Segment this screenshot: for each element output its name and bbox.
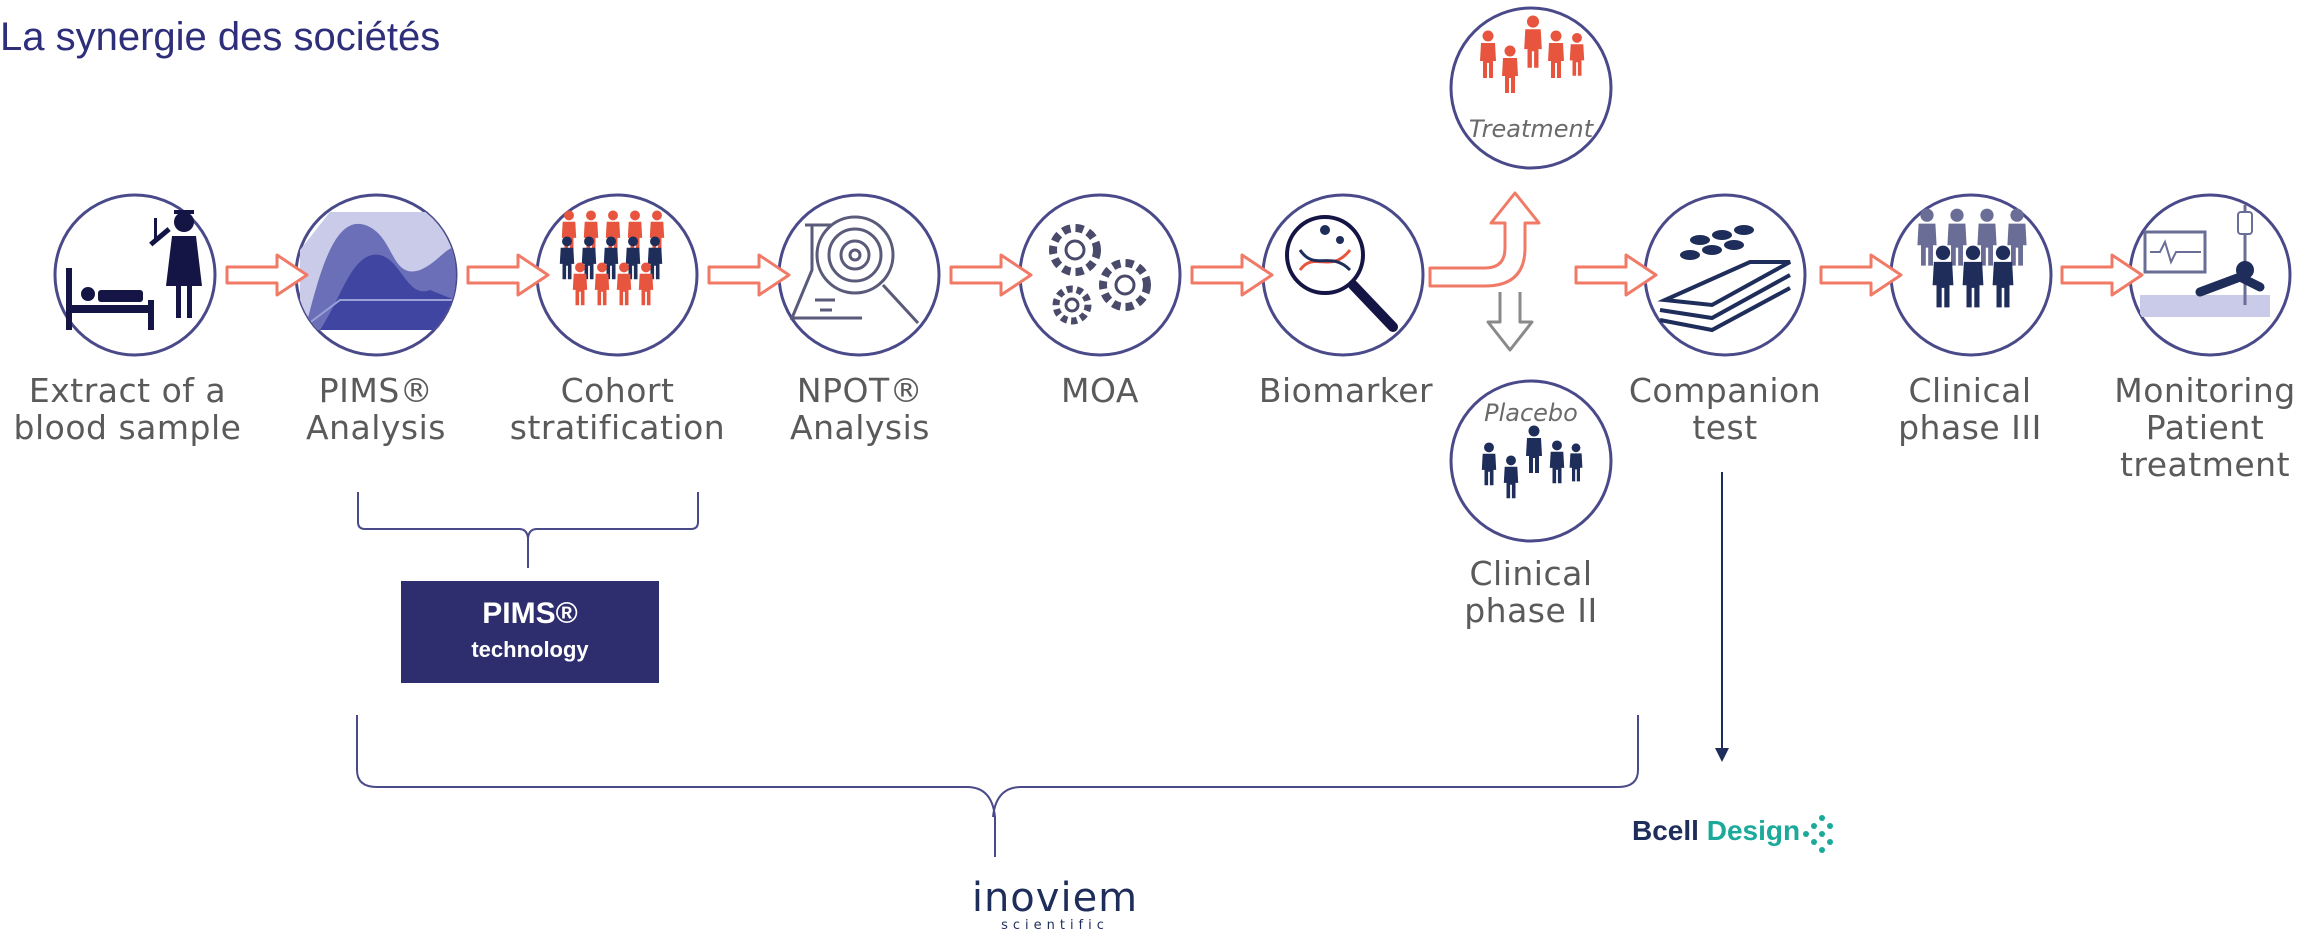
bcell-logo-part2: Design — [1706, 815, 1801, 846]
flask-magnifier-icon — [777, 193, 941, 357]
arrow-2-3 — [466, 253, 550, 297]
page-title: La synergie des sociétés — [0, 15, 441, 59]
step-label-extract: Extract of a blood sample — [13, 371, 242, 447]
magnifier-dna-icon — [1261, 193, 1425, 357]
bcell-logo-part1: Bcell — [1632, 815, 1699, 846]
inoviem-logo: inoviem scientific — [950, 878, 1160, 933]
nurse-patient-bed-icon — [53, 193, 217, 357]
step-label-npot: NPOT® Analysis — [790, 371, 930, 447]
step-label-phase3: Clinical phase III — [1898, 371, 2042, 447]
inoviem-logo-sub: scientific — [1001, 918, 1109, 933]
gears-icon — [1018, 193, 1182, 357]
step-label-moa: MOA — [1061, 371, 1139, 410]
flow-arrows — [225, 191, 2144, 297]
bcell-chevron-icon — [1803, 815, 1833, 853]
pims-box-title: PIMS® — [482, 597, 578, 630]
treatment-group-icon — [1449, 6, 1613, 170]
test-plate-icon — [1643, 193, 1807, 357]
step-label-pims: PIMS® Analysis — [306, 371, 446, 447]
people-crowd-icon — [1889, 193, 2053, 357]
arrow-branch-down — [1486, 292, 1534, 352]
arrow-7-8 — [1819, 253, 1903, 297]
arrow-6-7 — [1574, 253, 1658, 297]
step-label-biomarker: Biomarker — [1258, 371, 1434, 410]
treatment-label: Treatment — [1468, 115, 1594, 143]
3d-surface-plot-icon — [294, 193, 458, 357]
pims-technology-box: PIMS® technology — [401, 581, 659, 683]
placebo-group-icon — [1449, 379, 1613, 543]
bcell-arrow — [1715, 472, 1729, 762]
placebo-label: Placebo — [1484, 399, 1578, 427]
step-label-companion: Companion test — [1628, 371, 1822, 447]
arrow-8-9 — [2060, 253, 2144, 297]
pims-box-subtitle: technology — [471, 637, 589, 662]
arrow-1-2 — [225, 253, 309, 297]
inoviem-brace — [356, 715, 1639, 857]
step-label-monitoring: Monitoring Patient treatment — [2114, 371, 2296, 484]
arrow-branch-up — [1428, 191, 1541, 288]
arrow-4-5 — [949, 253, 1033, 297]
pims-brace — [357, 492, 699, 568]
bcell-design-logo: Bcell Design — [1632, 815, 1800, 847]
people-group-icon — [535, 193, 699, 357]
step-label-phase2: Clinical phase II — [1464, 554, 1598, 630]
inoviem-logo-name: inoviem — [971, 875, 1139, 921]
arrow-5-6 — [1190, 253, 1274, 297]
step-label-cohort: Cohort stratification — [509, 371, 726, 447]
hospital-bed-drip-icon — [2128, 193, 2292, 357]
arrow-3-4 — [707, 253, 791, 297]
